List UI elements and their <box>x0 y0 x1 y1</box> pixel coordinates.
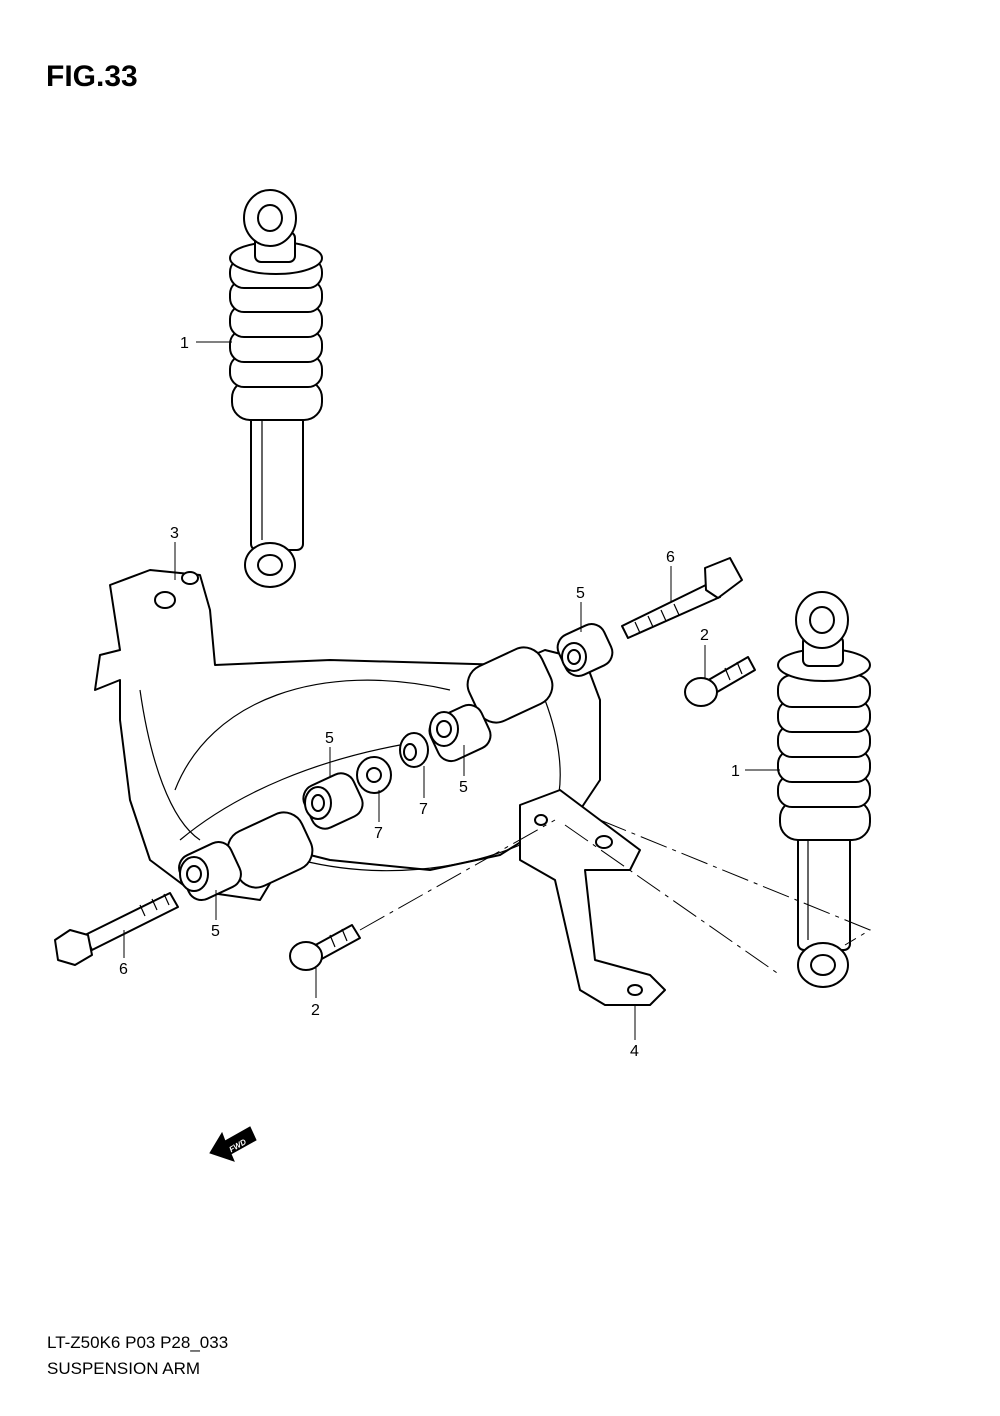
shock-bracket[interactable] <box>519 789 666 1006</box>
bushing-center-right[interactable] <box>425 700 495 765</box>
callout-5-center-right: 5 <box>459 779 468 796</box>
shock-absorber-right[interactable] <box>777 591 871 988</box>
collar-right[interactable] <box>399 732 429 768</box>
callout-5-center-left: 5 <box>325 730 334 747</box>
suspension-arm[interactable] <box>94 569 601 901</box>
callout-7-right: 7 <box>419 801 428 818</box>
pivot-tube-rear <box>466 646 554 724</box>
figure-title: FIG.33 <box>46 60 138 93</box>
diagram-caption: SUSPENSION ARM <box>47 1359 201 1378</box>
bolt-6-lower[interactable] <box>54 892 179 966</box>
bushing-center-left[interactable] <box>299 769 367 834</box>
callout-labels: 1 1 2 2 3 4 5 5 5 5 6 6 7 7 <box>119 335 740 1060</box>
callout-5-lower: 5 <box>211 923 220 940</box>
bolt-2-lower[interactable] <box>289 924 361 971</box>
callout-1-right: 1 <box>731 763 740 780</box>
assembly-lines <box>359 819 872 976</box>
diagram-code: LT-Z50K6 P03 P28_033 <box>47 1333 229 1352</box>
bolt-6-upper[interactable] <box>621 557 743 639</box>
callout-6-lower: 6 <box>119 961 128 978</box>
callout-5-upper: 5 <box>576 585 585 602</box>
callout-3: 3 <box>170 525 179 542</box>
footer: LT-Z50K6 P03 P28_033 SUSPENSION ARM <box>47 1330 228 1382</box>
callout-6-upper: 6 <box>666 549 675 566</box>
callout-4: 4 <box>630 1043 639 1060</box>
callout-7-left: 7 <box>374 825 383 842</box>
bushing-lower-left[interactable] <box>174 837 245 904</box>
callout-2-upper: 2 <box>700 627 709 644</box>
callout-leaders <box>123 341 780 1040</box>
callout-2-lower: 2 <box>311 1002 320 1019</box>
shock-absorber-left[interactable] <box>229 189 323 588</box>
collar-left[interactable] <box>356 756 392 794</box>
fwd-arrow-icon: FWD <box>209 1126 257 1162</box>
callout-1-left: 1 <box>180 335 189 352</box>
bolt-2-upper[interactable] <box>684 656 756 707</box>
bushing-upper-right[interactable] <box>553 619 617 680</box>
